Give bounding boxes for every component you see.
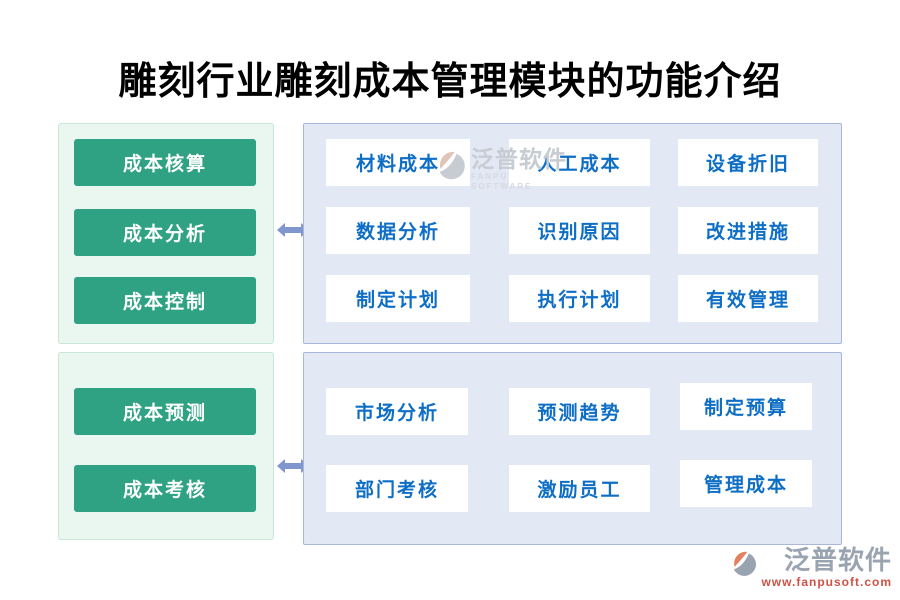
tile-make-budget: 制定预算 xyxy=(680,383,812,430)
fanpu-logo-icon xyxy=(734,551,757,576)
feature-panel-bottom xyxy=(303,352,842,545)
footer-brand: 泛普软件 www.fanpusoft.com xyxy=(728,546,892,589)
tile-effective-management: 有效管理 xyxy=(678,275,818,322)
double-arrow-icon xyxy=(277,223,309,237)
footer-brand-url: www.fanpusoft.com xyxy=(761,575,892,589)
tile-improvement-measures: 改进措施 xyxy=(678,207,818,254)
tile-make-plan: 制定计划 xyxy=(326,275,470,322)
footer-brand-text: 泛普软件 xyxy=(783,545,892,575)
double-arrow-icon xyxy=(277,459,309,473)
tile-department-assessment: 部门考核 xyxy=(326,465,468,512)
node-cost-analysis: 成本分析 xyxy=(74,209,256,256)
tile-data-analysis: 数据分析 xyxy=(326,207,470,254)
tile-labor-cost: 人工成本 xyxy=(509,139,650,186)
tile-identify-causes: 识别原因 xyxy=(509,207,650,254)
node-cost-control: 成本控制 xyxy=(74,277,256,324)
node-cost-accounting: 成本核算 xyxy=(74,139,256,186)
tile-execute-plan: 执行计划 xyxy=(509,275,650,322)
tile-material-cost: 材料成本 xyxy=(326,139,470,186)
tile-market-analysis: 市场分析 xyxy=(326,388,468,435)
node-cost-forecast: 成本预测 xyxy=(74,388,256,435)
tile-equipment-depreciation: 设备折旧 xyxy=(678,139,818,186)
tile-forecast-trends: 预测趋势 xyxy=(509,388,650,435)
tile-manage-cost: 管理成本 xyxy=(680,460,812,507)
tile-motivate-employees: 激励员工 xyxy=(509,465,650,512)
page-title: 雕刻行业雕刻成本管理模块的功能介绍 xyxy=(118,61,782,103)
node-cost-assessment: 成本考核 xyxy=(74,465,256,512)
